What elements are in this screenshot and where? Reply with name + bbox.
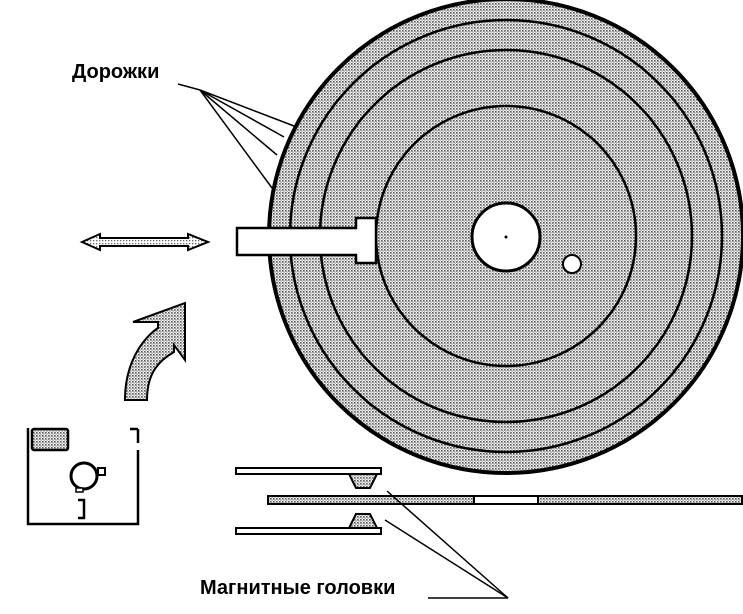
curved-arrow-icon [123, 301, 186, 401]
drive-schematic [26, 427, 140, 526]
heads-leader-lines [384, 490, 509, 599]
lower-head-arm [235, 527, 382, 535]
head-arm [235, 216, 378, 265]
heads-side-view [235, 467, 743, 535]
drive-hub [69, 461, 99, 491]
tracks-leader-lines [177, 83, 295, 189]
disk-hub-gap [473, 495, 539, 505]
magnetic-heads-label: Магнитные головки [200, 577, 395, 599]
spindle-center [504, 235, 508, 239]
index-hole [562, 254, 582, 274]
lower-magnetic-head [347, 513, 379, 529]
double-arrow-icon [79, 232, 211, 252]
upper-head-arm [235, 467, 382, 475]
upper-magnetic-head [347, 473, 379, 489]
drive-label-plate [30, 427, 70, 452]
tracks-label: Дорожки [72, 61, 159, 83]
